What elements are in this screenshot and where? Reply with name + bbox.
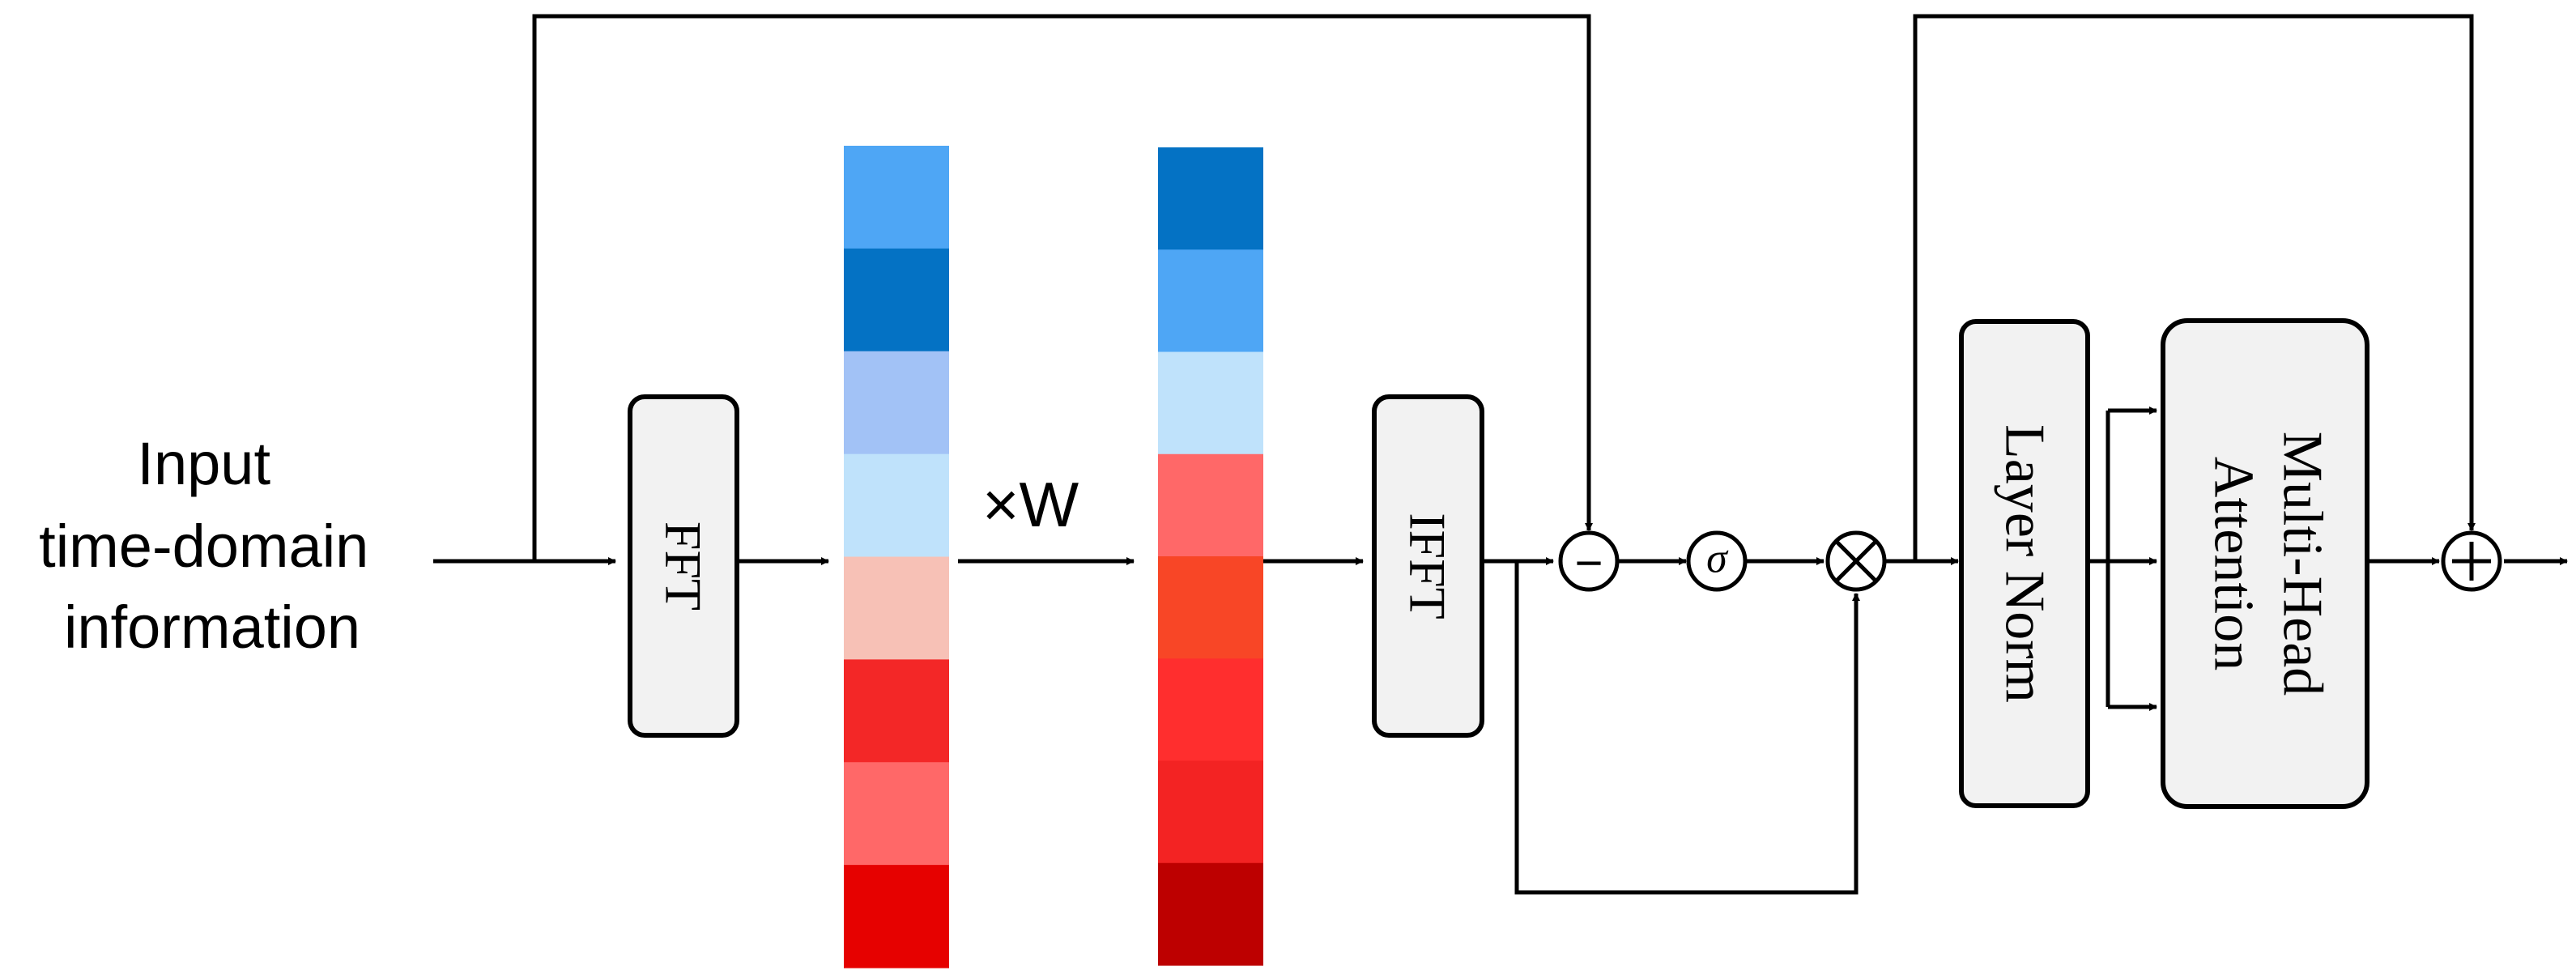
spectrum-before-cell-3 <box>844 351 949 455</box>
input-label: Input time-domain information <box>39 430 385 661</box>
ifft-block: IFFT <box>1372 394 1484 738</box>
connector-lines <box>433 14 2568 895</box>
subtract-symbol: − <box>1574 536 1603 590</box>
spectrum-before-cell-1 <box>844 146 949 249</box>
spectrum-after-cell-5 <box>1158 556 1263 659</box>
residual-skip-to-subtract <box>532 14 1593 561</box>
multiply-operator <box>1825 530 1887 592</box>
spectrum-before-cell-7 <box>844 762 949 866</box>
spectrum-after-cell-7 <box>1158 760 1263 864</box>
residual-skip-to-add <box>1913 14 2476 561</box>
spectrum-after-cell-3 <box>1158 351 1263 455</box>
attention-label-line-1: Multi-Head <box>2272 432 2334 696</box>
spectrum-before-cell-8 <box>844 865 949 968</box>
spectrum-after-cell-4 <box>1158 453 1263 557</box>
input-label-line-1: Input <box>137 430 270 497</box>
spectrum-before-column <box>844 146 949 968</box>
spectrum-after-column <box>1158 147 1263 966</box>
input-label-line-3: information <box>64 594 360 661</box>
input-label-line-2: time-domain <box>39 513 368 580</box>
spectrum-before-cell-5 <box>844 556 949 660</box>
attention-label-line-2: Attention <box>2203 457 2265 670</box>
multi-head-attention-block: Multi-Head Attention <box>2161 318 2369 809</box>
sigmoid-operator: σ <box>1686 530 1748 592</box>
spectrum-before-cell-6 <box>844 659 949 763</box>
spectrum-before-cell-2 <box>844 248 949 352</box>
spectrum-after-cell-8 <box>1158 862 1263 966</box>
multiply-cross-icon <box>1835 540 1877 582</box>
spectrum-after-cell-6 <box>1158 658 1263 762</box>
layer-norm-block: Layer Norm <box>1959 319 2090 808</box>
weight-multiply-label: ×W <box>982 469 1079 540</box>
fft-block: FFT <box>628 394 739 738</box>
add-operator <box>2441 530 2502 592</box>
layer-norm-label: Layer Norm <box>1994 424 2056 703</box>
fft-label: FFT <box>655 521 713 611</box>
add-plus-icon <box>2452 542 2491 581</box>
gate-skip-to-multiply <box>1514 561 1860 895</box>
spectrum-after-cell-1 <box>1158 147 1263 250</box>
ifft-label: IFFT <box>1399 513 1457 619</box>
sigmoid-symbol: σ <box>1706 536 1729 582</box>
subtract-operator: − <box>1558 530 1620 592</box>
spectrum-before-cell-4 <box>844 453 949 558</box>
spectrum-after-cell-2 <box>1158 249 1263 353</box>
